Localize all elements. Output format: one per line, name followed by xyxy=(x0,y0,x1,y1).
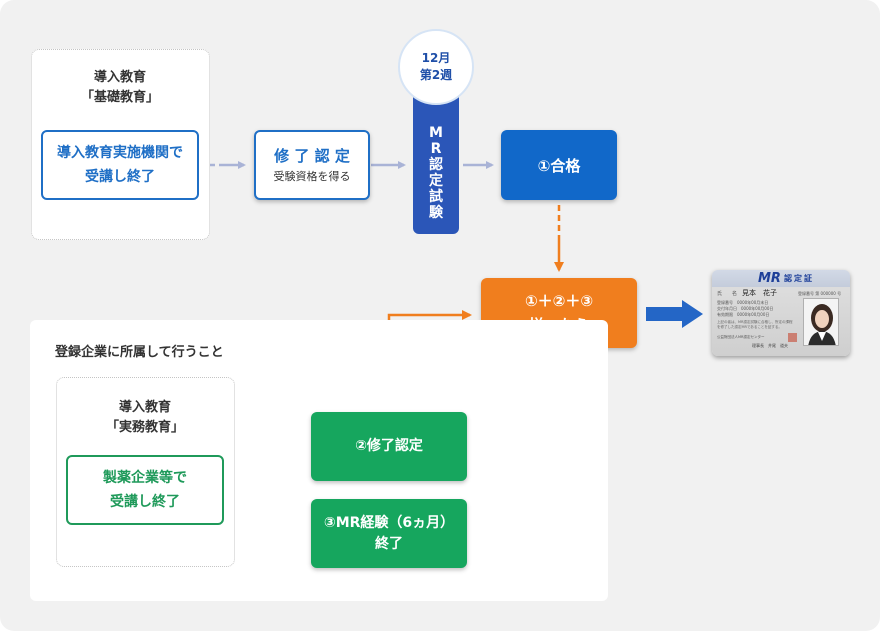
step3-line2: 終了 xyxy=(375,535,403,552)
exam-date-month: 12月 xyxy=(421,51,451,65)
company-panel-title: 登録企業に所属して行うこと xyxy=(55,345,224,360)
practical-title-line1: 導入教育 xyxy=(118,400,171,415)
basic-education-title-line1: 導入教育 xyxy=(93,70,146,85)
card-number: 登録番号 第 000000 号 xyxy=(798,291,842,296)
card-name: 見本 花子 xyxy=(742,289,777,297)
exam-char-5: 試 xyxy=(429,189,443,205)
exam-char-2: R xyxy=(430,141,442,157)
basic-education-box-line2: 受講し終了 xyxy=(85,169,155,185)
card-signer: 理事長 井尾 道夫 xyxy=(752,343,788,348)
certification-title: 修 了 認 定 xyxy=(274,147,350,165)
practical-education-title: 導入教育 「実務教育」 xyxy=(57,398,233,438)
card-logo: MR xyxy=(758,271,781,286)
practical-education-box: 製薬企業等で 受講し終了 xyxy=(66,455,224,525)
exam-date-week: 第2週 xyxy=(419,68,453,82)
exam-char-1: M xyxy=(429,125,443,141)
practical-box-line1: 製薬企業等で xyxy=(103,470,187,486)
pass-label: ①合格 xyxy=(537,156,581,175)
mr-certificate-card: MR 認定証 氏 名 見本 花子 登録番号 第 000000 号 登録番号 00… xyxy=(712,270,850,356)
exam-char-3: 認 xyxy=(429,157,443,173)
basic-education-title-line2: 「基礎教育」 xyxy=(80,90,159,105)
card-seal xyxy=(788,333,797,342)
card-issuer: 公益財団法人MR認定センター xyxy=(717,335,765,339)
card-note: 上記の者は、MR認定試験に合格し、所定の課程を修了した認定MRであることを証する… xyxy=(717,320,793,329)
practical-title-line2: 「実務教育」 xyxy=(105,420,184,435)
card-name-label: 氏 名 xyxy=(717,291,738,297)
card-title: 認定証 xyxy=(784,274,814,283)
basic-education-title: 導入教育 「基礎教育」 xyxy=(32,68,208,108)
step2-label: ②修了認定 xyxy=(355,438,423,454)
card-row3: 有効期限 0000年00月00日 xyxy=(717,312,770,317)
arrow-combined-to-card xyxy=(646,300,703,328)
practical-box-line2: 受講し終了 xyxy=(110,494,180,510)
combined-line1: ①＋②＋③ xyxy=(524,292,594,310)
step3-experience-box: ③MR経験（6ヵ月） 終了 xyxy=(311,499,467,568)
exam-char-4: 定 xyxy=(429,173,443,189)
card-photo xyxy=(803,298,839,346)
step3-line1: ③MR経験（6ヵ月） xyxy=(323,514,455,531)
certification-subtitle: 受験資格を得る xyxy=(273,170,351,183)
portrait-photo-icon xyxy=(804,299,838,345)
basic-education-box-line1: 導入教育実施機関で xyxy=(57,145,183,161)
step2-certification-box: ②修了認定 xyxy=(311,412,467,481)
card-row2: 交付年月日 0000年00月00日 xyxy=(717,306,774,311)
exam-char-6: 験 xyxy=(429,205,443,221)
mr-exam-bar: M R 認 定 試 験 xyxy=(413,86,459,234)
card-row1: 登録番号 0000年00月末日 xyxy=(717,300,769,305)
card-header xyxy=(712,270,850,287)
exam-date-badge: 12月 第2週 xyxy=(398,29,474,105)
certification-box: 修 了 認 定 受験資格を得る xyxy=(254,130,370,200)
pass-box: ①合格 xyxy=(501,130,617,200)
basic-education-box: 導入教育実施機関で 受講し終了 xyxy=(41,130,199,200)
